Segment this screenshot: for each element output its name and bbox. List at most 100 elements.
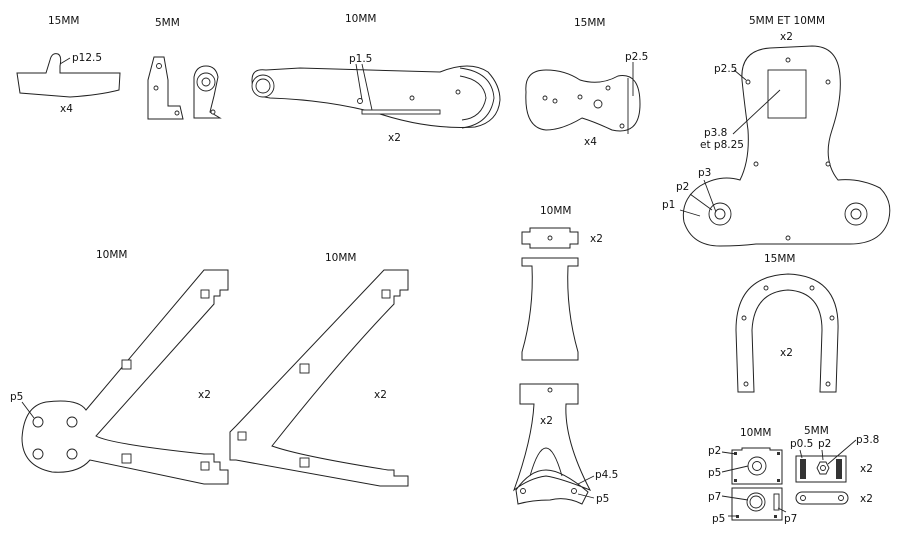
finger-outline — [16, 53, 121, 98]
hole-label: p7 — [708, 491, 721, 503]
plate-slot — [734, 479, 737, 482]
body-window — [767, 69, 807, 119]
plate-hole — [752, 461, 762, 471]
leader-line — [721, 495, 749, 501]
body-outline — [682, 45, 891, 247]
plate-small-slot — [800, 459, 806, 479]
leader-line — [689, 193, 713, 211]
body-hole — [785, 57, 791, 63]
body-hole — [753, 161, 759, 167]
count-label: x2 — [374, 389, 387, 401]
part-thickness-label: 5MM — [804, 425, 829, 437]
bracket-hole — [174, 110, 180, 116]
leader-line — [355, 63, 363, 101]
leader-line — [59, 57, 71, 65]
hole-label: et p8.25 — [700, 139, 744, 151]
link-hole — [605, 85, 611, 91]
part-thickness-label: 15MM — [48, 15, 79, 27]
plate-slot — [774, 515, 777, 518]
leader-line — [679, 209, 701, 217]
lever-outline — [251, 65, 501, 128]
leader-line — [703, 179, 717, 213]
part-thickness-label: 5MM ET 10MM — [749, 15, 825, 27]
part-body-plate: 5MM ET 10MM x2 p2.5 p3.8 et p8.25 p3 p2 … — [662, 15, 891, 247]
yarm-notch — [200, 461, 210, 471]
hole-label: p5 — [596, 493, 609, 505]
part-plates-10mm: 10MM p2 p5 p7 p5 p7 — [708, 427, 797, 525]
plate-slot — [773, 493, 780, 511]
link-bar-hole — [800, 495, 806, 501]
column-inner-curve — [529, 447, 563, 477]
count-label: x2 — [780, 31, 793, 43]
column-hole — [571, 488, 577, 494]
plate-slot — [777, 479, 780, 482]
count-label: x2 — [780, 347, 793, 359]
part-finger-15mm: 15MM p12.5 x4 — [16, 15, 121, 115]
leader-line — [777, 507, 787, 513]
part-thickness-label: 10MM — [96, 249, 127, 261]
plate-hole — [749, 495, 763, 509]
yarm2-notch — [381, 289, 391, 299]
hole-label: p2 — [676, 181, 689, 193]
yarm2-outline — [229, 269, 409, 487]
body-hole — [825, 161, 831, 167]
part-thickness-label: 10MM — [325, 252, 356, 264]
arch-hole — [741, 315, 747, 321]
hole-label: p1 — [662, 199, 675, 211]
yarm2-square — [299, 363, 310, 374]
hole-label: p2 — [818, 438, 831, 450]
link-hole — [577, 94, 583, 100]
arch-hole — [829, 315, 835, 321]
leader-line — [821, 449, 824, 461]
link-hole — [542, 95, 548, 101]
yarm-outline — [21, 269, 229, 485]
lever-hole — [357, 98, 363, 104]
link-hole — [552, 98, 558, 104]
hole-label: p2.5 — [625, 51, 648, 63]
part-thickness-label: 10MM — [345, 13, 376, 25]
yarm-notch — [200, 289, 210, 299]
column-hole — [547, 387, 553, 393]
arch-hole — [743, 381, 749, 387]
part-arch-15mm: 15MM x2 — [735, 253, 839, 393]
leader-line — [721, 451, 737, 455]
leader-line — [577, 493, 595, 499]
count-label: x2 — [388, 132, 401, 144]
hole-label: p3.8 — [856, 434, 879, 446]
link-bar-outline — [795, 491, 849, 505]
leader-line — [21, 401, 35, 419]
link-bar-hole — [838, 495, 844, 501]
leader-line — [721, 465, 749, 473]
hole-label: p3.8 — [704, 127, 727, 139]
yarm-square — [121, 359, 132, 370]
part-link-15mm: 15MM p2.5 x4 — [525, 17, 648, 148]
plate-slot — [777, 452, 780, 455]
part-yarm-10mm: 10MM x2 — [229, 252, 409, 487]
plate-slot — [736, 515, 739, 518]
yarm-square — [121, 453, 132, 464]
part-small-5mm: 5MM p0.5 p2 p3.8 x2 x2 — [790, 425, 879, 505]
part-thickness-label: 15MM — [574, 17, 605, 29]
part-column-10mm: 10MM x2 x2 p4.5 p5 — [512, 205, 618, 505]
link-outline — [525, 69, 641, 132]
leader-line — [577, 475, 595, 485]
hole-label: p7 — [784, 513, 797, 525]
hole-label: p3 — [698, 167, 711, 179]
count-label: x4 — [60, 103, 73, 115]
count-label: x2 — [860, 493, 873, 505]
part-thickness-label: 15MM — [764, 253, 795, 265]
hole-label: p5 — [712, 513, 725, 525]
body-hole — [850, 208, 862, 220]
plate-small-hole — [820, 465, 826, 471]
bracket-hole — [201, 77, 211, 87]
hub-hole — [32, 416, 44, 428]
bracket-left-outline — [147, 56, 184, 120]
leader-line — [361, 63, 373, 111]
lever-arc — [459, 67, 495, 129]
count-label: x2 — [590, 233, 603, 245]
lever-hole — [409, 95, 415, 101]
leader-line — [732, 89, 781, 135]
yarm2-square — [299, 457, 310, 468]
bracket-hole — [210, 109, 216, 115]
part-yarm-hub-10mm: 10MM p5 x2 — [10, 249, 229, 485]
